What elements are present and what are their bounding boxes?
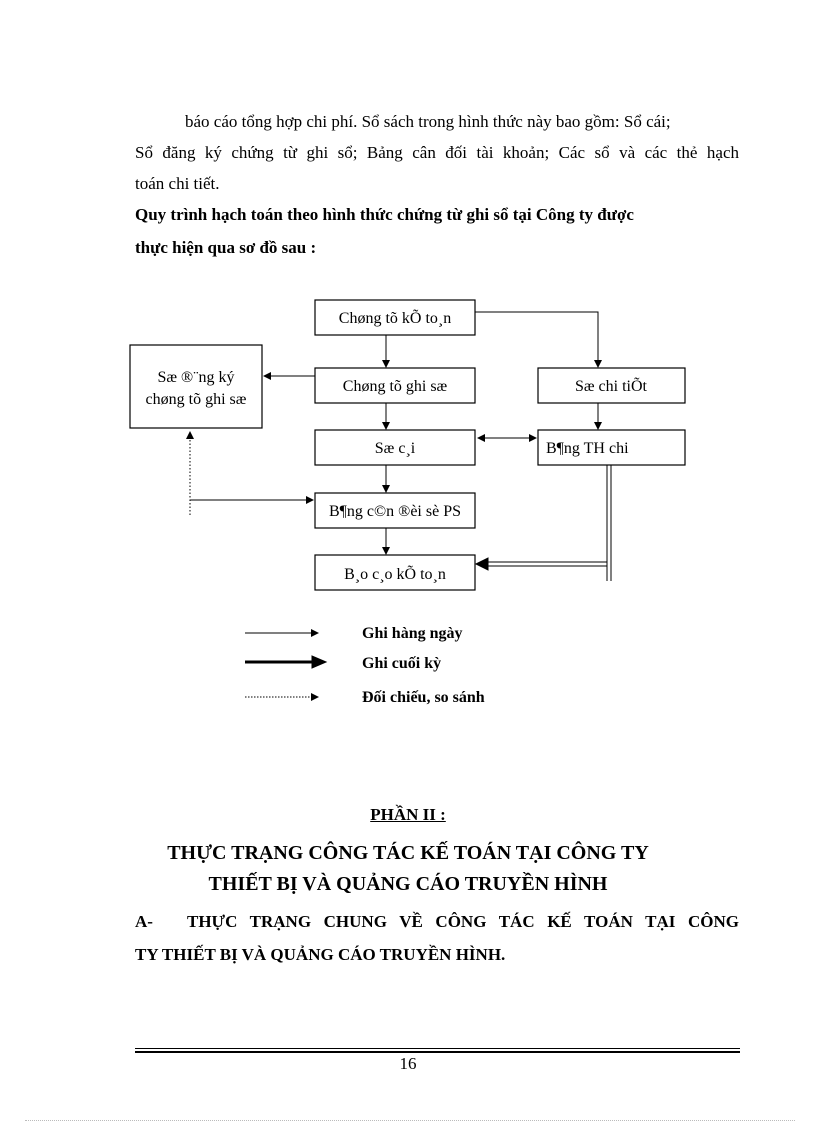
node-box <box>129 344 263 429</box>
node-box <box>314 429 476 466</box>
footer-divider <box>135 1048 740 1053</box>
section-title: THIẾT BỊ VÀ QUẢNG CÁO TRUYỀN HÌNH <box>208 873 608 895</box>
section-title: THỰC TRẠNG CÔNG TÁC KẾ TOÁN TẠI CÔNG TY <box>167 842 649 864</box>
node-bang-th-chi-tiet: B¶ng TH chi <box>546 440 629 457</box>
node-so-dang-ky-line2: chøng tõ ghi sæ <box>146 391 247 408</box>
part-heading: PHẦN II : <box>370 805 446 824</box>
node-so-cai: Sæ c¸i <box>375 440 416 457</box>
page-number: 16 <box>399 1054 417 1073</box>
subsection-title-line2: TY THIẾT BỊ VÀ QUẢNG CÁO TRUYỀN HÌNH. <box>135 945 506 964</box>
page-edge <box>25 1120 795 1121</box>
node-chung-tu-ke-toan: Chøng tõ kÕ to¸n <box>339 309 451 327</box>
node-box <box>314 492 476 529</box>
node-so-dang-ky: Sæ ®¨ng ký <box>157 369 234 386</box>
subsection-title: THỰC TRẠNG CHUNG VỀ CÔNG TÁC KẾ TOÁN TẠI… <box>187 912 739 931</box>
node-bang-can-doi: B¶ng c©n ®èi sè PS <box>329 503 461 520</box>
node-so-chi-tiet: Sæ chi tiÕt <box>575 377 648 395</box>
arrow <box>475 311 602 368</box>
intro-line: Quy trình hạch toán theo hình thức chứng… <box>135 205 634 224</box>
node-box <box>314 367 476 404</box>
node-bao-cao: B¸o c¸o kÕ to¸n <box>344 565 446 583</box>
node-box <box>314 299 476 336</box>
paragraph-line: báo cáo tổng hợp chi phí. Sổ sách trong … <box>185 112 671 131</box>
intro-line: thực hiện qua sơ đồ sau : <box>135 238 317 257</box>
legend-compare: Đối chiếu, so sánh <box>362 689 485 706</box>
node-box <box>314 554 476 591</box>
paragraph-line: toán chi tiết. <box>135 174 220 193</box>
subsection-label: A- <box>135 912 153 931</box>
paragraph-line: Sổ đăng ký chứng từ ghi sổ; Bảng cân đối… <box>135 143 739 162</box>
arrowhead <box>474 557 489 571</box>
accounting-flow-diagram: Chøng tõ kÕ to¸n Sæ ®¨ng ký chøng tõ ghi… <box>129 299 686 706</box>
node-chung-tu-ghi-so: Chøng tõ ghi sæ <box>343 378 448 395</box>
node-box <box>537 367 686 404</box>
legend-daily: Ghi hàng ngày <box>362 625 462 642</box>
legend-period-end: Ghi cuối kỳ <box>362 655 441 672</box>
